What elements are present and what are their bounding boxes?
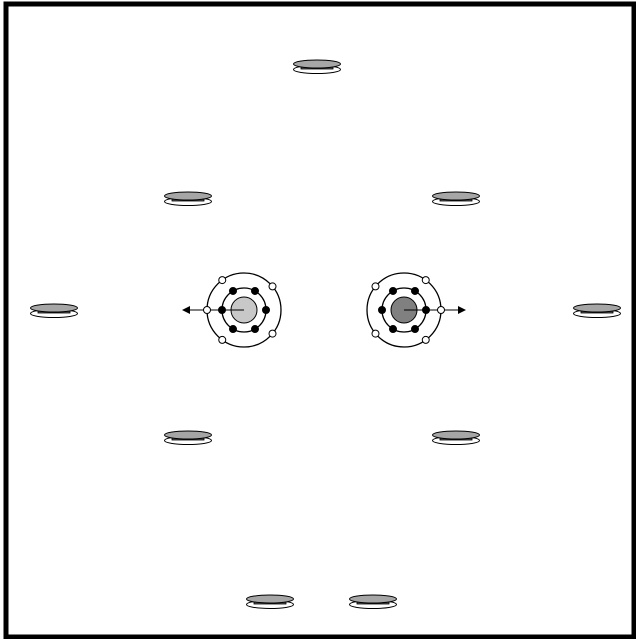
diagram-frame (6, 4, 634, 637)
outer-electron (269, 283, 276, 290)
disc-token (165, 192, 212, 206)
atom-right (367, 273, 464, 347)
inner-electron (230, 326, 237, 333)
disc-token-top (350, 595, 397, 603)
outer-electron (219, 277, 226, 284)
disc-token (165, 431, 212, 445)
inner-electron (390, 287, 397, 294)
disc-token-layer (31, 60, 621, 609)
outer-electron (372, 330, 379, 337)
disc-token-top (31, 304, 78, 312)
disc-token (433, 192, 480, 206)
inner-electron (263, 307, 270, 314)
disc-token (350, 595, 397, 609)
inner-electron (252, 326, 259, 333)
disc-token-top (433, 431, 480, 439)
outer-electron (422, 277, 429, 284)
inner-electron (412, 287, 419, 294)
inner-electron (379, 307, 386, 314)
inner-electron (412, 326, 419, 333)
outer-electron (372, 283, 379, 290)
disc-token (433, 431, 480, 445)
disc-token-top (433, 192, 480, 200)
inner-electron (423, 307, 430, 314)
outer-electron (219, 336, 226, 343)
disc-token (294, 60, 341, 74)
disc-token (247, 595, 294, 609)
outer-electron (204, 307, 211, 314)
disc-token (574, 304, 621, 318)
inner-electron (219, 307, 226, 314)
atom-left (184, 273, 281, 347)
outer-electron (422, 336, 429, 343)
atom-layer (184, 273, 464, 347)
outer-electron (269, 330, 276, 337)
disc-token-top (165, 431, 212, 439)
disc-token-top (294, 60, 341, 68)
disc-token-top (165, 192, 212, 200)
inner-electron (252, 287, 259, 294)
inner-electron (390, 326, 397, 333)
disc-token (31, 304, 78, 318)
outer-electron (438, 307, 445, 314)
disc-token-top (247, 595, 294, 603)
disc-token-top (574, 304, 621, 312)
inner-electron (230, 287, 237, 294)
